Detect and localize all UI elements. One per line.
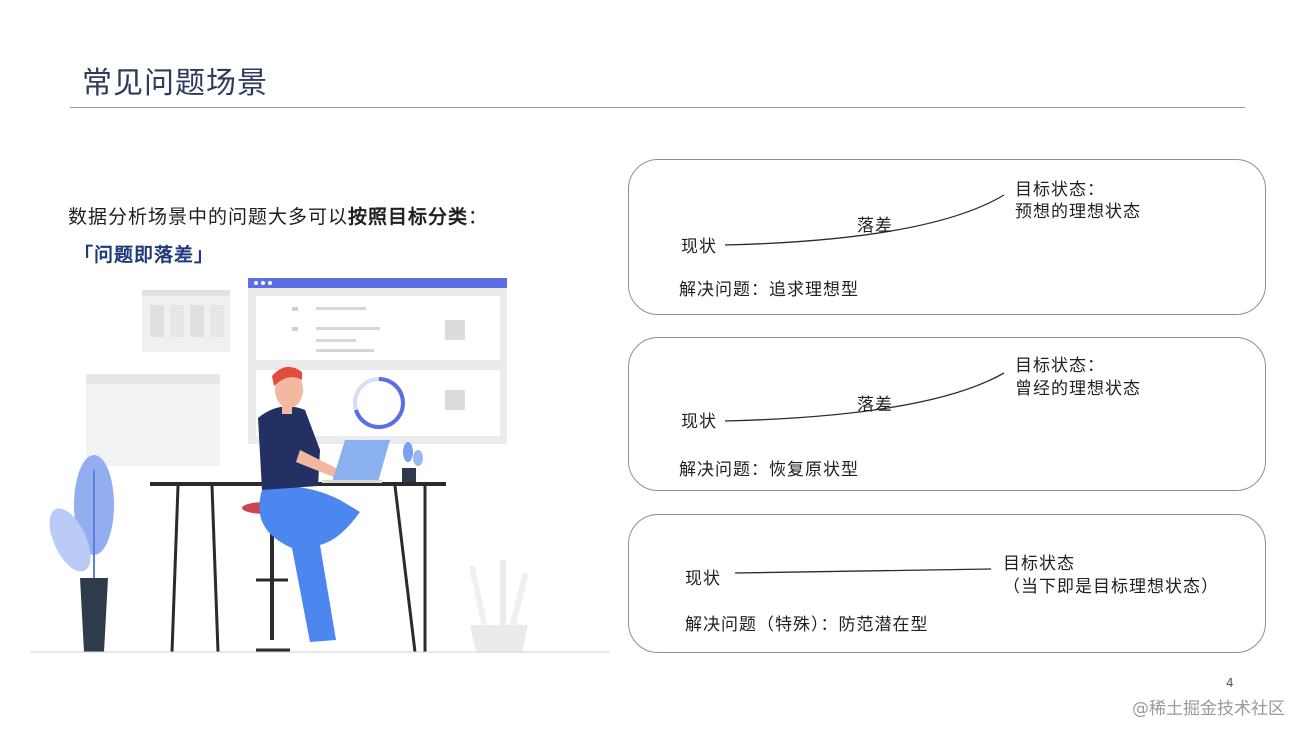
goal-label: 目标状态 [1003, 554, 1075, 574]
dashboard-window-icon [86, 278, 507, 466]
watermark: @稀土掘金技术社区 [1132, 699, 1285, 719]
solution-label: 解决问题：恢复原状型 [679, 460, 859, 480]
goal-description: 曾经的理想状态 [1015, 379, 1141, 399]
scenario-card-prevent: 目标状态 （当下即是目标理想状态） 现状 解决问题（特殊）：防范潜在型 [628, 514, 1266, 653]
solution-label: 解决问题（特殊）：防范潜在型 [685, 615, 929, 635]
gap-curve [724, 194, 1005, 246]
current-label: 现状 [681, 412, 717, 432]
gap-label: 落差 [857, 216, 893, 236]
person-at-desk-icon [30, 278, 610, 653]
scenario-card-ideal: 目标状态： 预想的理想状态 落差 现状 解决问题：追求理想型 [628, 159, 1266, 315]
goal-description: （当下即是目标理想状态） [1003, 577, 1219, 597]
pen-cup-icon [468, 560, 529, 652]
laptop-icon [322, 440, 390, 483]
gap-curve [724, 372, 1005, 422]
intro-prefix: 数据分析场景中的问题大多可以 [68, 206, 349, 228]
current-label: 现状 [685, 569, 721, 589]
title-divider [70, 107, 1245, 108]
goal-label: 目标状态： [1015, 356, 1105, 376]
flat-line [734, 568, 992, 574]
plant-icon [49, 455, 114, 652]
slide-title: 常见问题场景 [82, 66, 268, 101]
solution-label: 解决问题：追求理想型 [679, 280, 859, 300]
intro-bold: 按照目标分类 [348, 206, 469, 228]
highlight-text: 「问题即落差」 [74, 244, 215, 266]
intro-suffix: ： [468, 206, 489, 228]
scenario-card-restore: 目标状态： 曾经的理想状态 落差 现状 解决问题：恢复原状型 [628, 337, 1266, 491]
goal-description: 预想的理想状态 [1015, 202, 1141, 222]
intro-text: 数据分析场景中的问题大多可以按照目标分类： [68, 202, 488, 229]
gap-label: 落差 [857, 395, 893, 415]
current-label: 现状 [681, 237, 717, 257]
page-number: 4 [1226, 676, 1234, 690]
goal-label: 目标状态： [1015, 180, 1105, 200]
